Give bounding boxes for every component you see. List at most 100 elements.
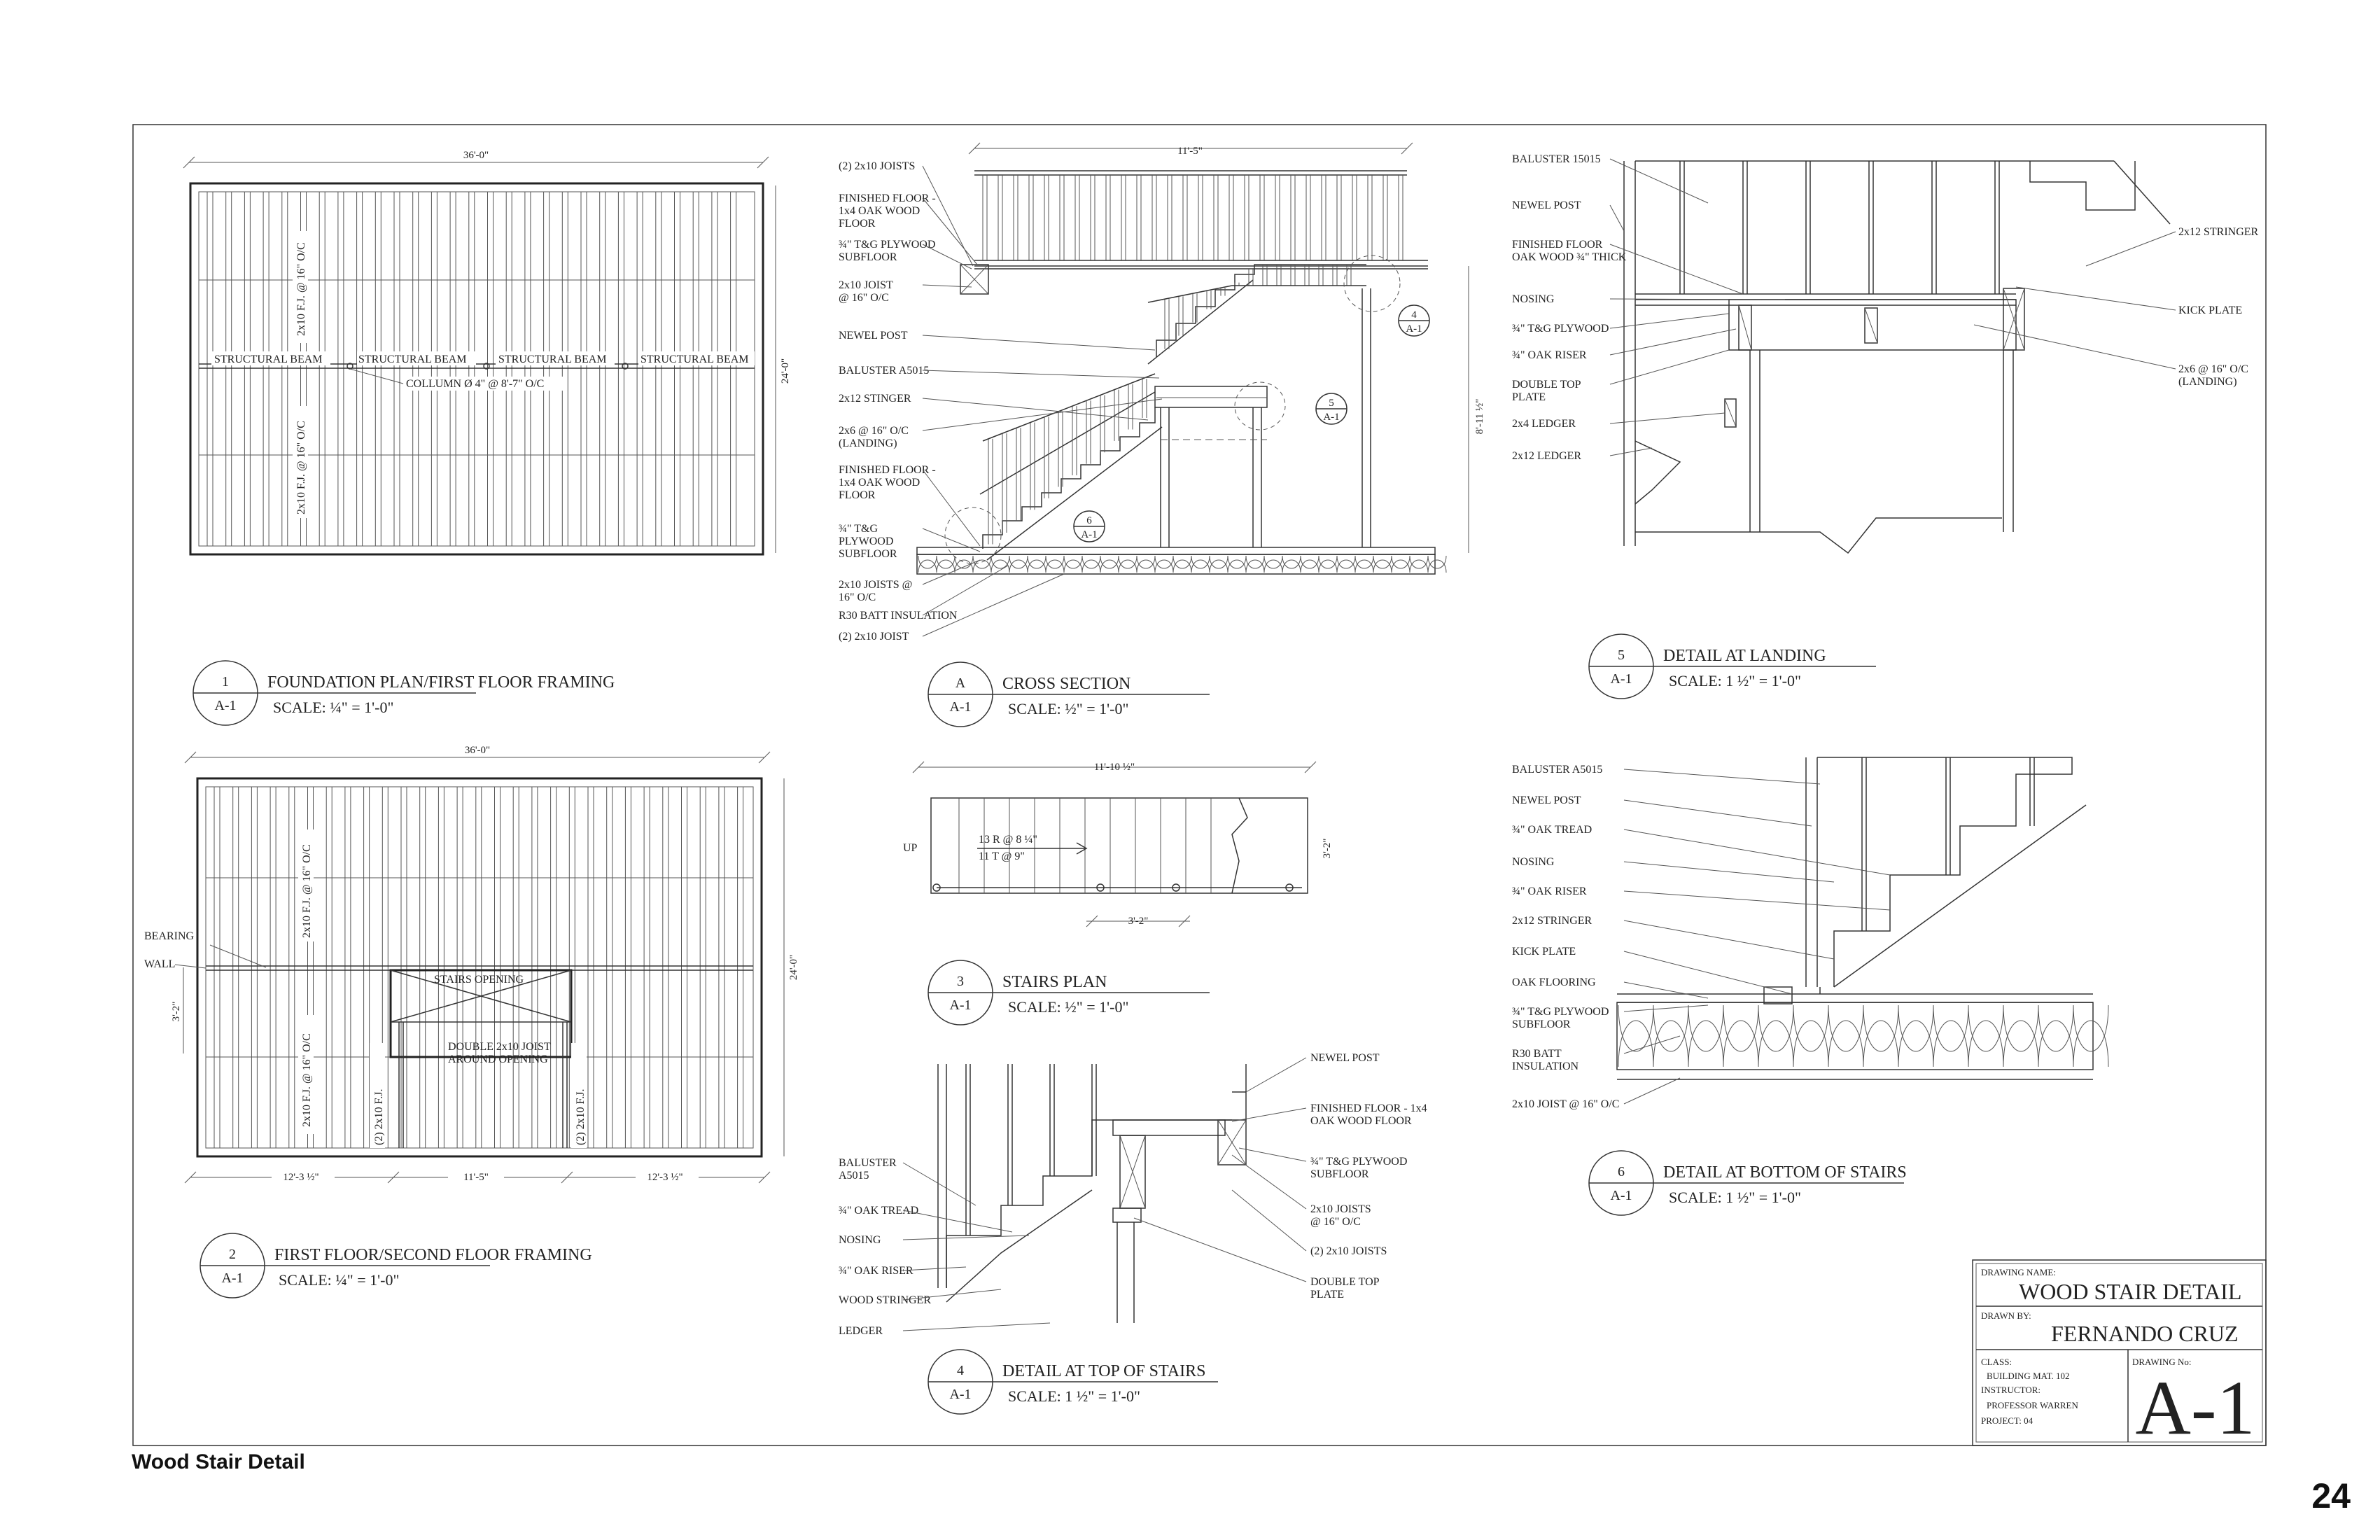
page-caption: Wood Stair Detail — [132, 1450, 305, 1474]
d5-scale: SCALE: 1 ½" = 1'-0" — [1669, 672, 1801, 690]
d2-number: 2 — [229, 1247, 236, 1262]
d2-stairs-opening — [389, 969, 573, 1058]
d2-outer-wall — [196, 777, 763, 1158]
d2-bearing-label: BEARING — [144, 930, 195, 942]
d3-dim-right: 3'-2" — [1322, 839, 1333, 859]
d4-right-3-1: @ 16" O/C — [1310, 1216, 1361, 1228]
d5-left-6-1: PLATE — [1512, 391, 1546, 403]
tb-class-label: CLASS: — [1981, 1357, 2012, 1367]
tb-drawn-by: FERNANDO CRUZ — [2051, 1321, 2239, 1346]
d6-left-1-0: NEWEL POST — [1512, 794, 1581, 806]
dA-callout-10-0: 2x10 JOISTS @ — [839, 579, 912, 591]
d4-left-3-0: ¾" OAK RISER — [839, 1265, 913, 1277]
d2-dim-width: 36'-0" — [465, 745, 490, 756]
d2-dim-bottom-2: 11'-5" — [463, 1172, 489, 1183]
d4-right-1-0: FINISHED FLOOR - 1x4 — [1310, 1102, 1427, 1114]
dA-callout-8-1: 1x4 OAK WOOD — [839, 477, 920, 489]
d2-dim-side: 3'-2" — [171, 1002, 182, 1022]
d2-scale: SCALE: ¼" = 1'-0" — [279, 1271, 399, 1289]
d5-balusters — [1679, 161, 2000, 294]
d3-treads — [958, 798, 1212, 893]
d2-double-joist-label-1: DOUBLE 2x10 JOIST — [448, 1041, 551, 1053]
tb-drawing-no-label: DRAWING No: — [2132, 1357, 2192, 1367]
dA-callout-2-0: ¾" T&G PLYWOOD — [839, 239, 935, 251]
d5-right-1-0: KICK PLATE — [2178, 304, 2242, 316]
dA-callout-7-0: 2x6 @ 16" O/C — [839, 425, 909, 437]
dA-callout-5-0: BALUSTER A5015 — [839, 365, 929, 377]
dA-callout-12-0: (2) 2x10 JOIST — [839, 631, 909, 643]
dA-ref-5-num: 5 — [1329, 398, 1334, 409]
d6-left-8-0: ¾" T&G PLYWOOD — [1512, 1006, 1609, 1018]
d2-floor-joists — [214, 787, 744, 1148]
d6-left-0-0: BALUSTER A5015 — [1512, 764, 1602, 776]
d3-dim-bottom: 3'-2" — [1128, 916, 1149, 927]
d4-right-3-0: 2x10 JOISTS — [1310, 1203, 1371, 1215]
dA-callout-8-2: FLOOR — [839, 489, 876, 501]
d2-joist-label-1: 2x10 F.J. @ 16" O/C — [301, 844, 313, 938]
d2-stairs-opening-label: STAIRS OPENING — [434, 974, 524, 986]
d4-left-2-0: NOSING — [839, 1234, 881, 1246]
d4-scale: SCALE: 1 ½" = 1'-0" — [1008, 1387, 1140, 1405]
detail-a-cross-section: 11'-5" 8'-11 ½" — [839, 142, 1485, 727]
d1-scale: SCALE: ¼" = 1'-0" — [273, 699, 393, 716]
d1-number: 1 — [222, 674, 229, 690]
d1-dim-height: 24'-0" — [780, 358, 791, 384]
tb-drawing-name-label: DRAWING NAME: — [1981, 1267, 2056, 1278]
d2-sheet: A-1 — [221, 1270, 243, 1286]
dA-title: CROSS SECTION — [1002, 675, 1130, 693]
tb-instructor-label: INSTRUCTOR: — [1981, 1385, 2040, 1395]
dA-callout-3-0: 2x10 JOIST — [839, 279, 893, 291]
d6-left-8-1: SUBFLOOR — [1512, 1018, 1571, 1030]
dA-callout-9-2: SUBFLOOR — [839, 548, 897, 560]
dA-callout-4-0: NEWEL POST — [839, 330, 908, 342]
d6-scale: SCALE: 1 ½" = 1'-0" — [1669, 1189, 1801, 1206]
dA-top-balusters — [982, 175, 1404, 260]
dA-callout-6-0: 2x12 STINGER — [839, 393, 911, 405]
d6-left-2-0: ¾" OAK TREAD — [1512, 824, 1592, 836]
d4-left-1-0: ¾" OAK TREAD — [839, 1205, 918, 1217]
d6-left-3-0: NOSING — [1512, 856, 1555, 868]
d4-right-5-1: PLATE — [1310, 1289, 1344, 1301]
d2-fj-label-1: (2) 2x10 F.J. — [373, 1089, 385, 1146]
dA-insulation-loops — [918, 555, 1447, 573]
d6-left-4-0: ¾" OAK RISER — [1512, 886, 1587, 897]
tb-drawing-name: WOOD STAIR DETAIL — [2019, 1279, 2241, 1304]
d3-sheet: A-1 — [949, 997, 971, 1013]
dA-dim-top: 11'-5" — [1177, 146, 1203, 157]
d6-left-9-1: INSULATION — [1512, 1060, 1579, 1072]
d1-sheet: A-1 — [214, 698, 236, 713]
d4-right-1-1: OAK WOOD FLOOR — [1310, 1115, 1412, 1127]
d2-double-joist-label-2: AROUND OPENING — [448, 1054, 548, 1065]
d1-title: FOUNDATION PLAN/FIRST FLOOR FRAMING — [267, 673, 615, 692]
dA-ref-6-num: 6 — [1086, 515, 1092, 526]
dA-lower-balusters — [988, 379, 1147, 545]
tb-class-value: BUILDING MAT. 102 — [1987, 1371, 2070, 1381]
dA-callout-3-1: @ 16" O/C — [839, 292, 889, 304]
d1-beam-label-2: STRUCTURAL BEAM — [358, 354, 467, 365]
dA-callout-0-0: (2) 2x10 JOISTS — [839, 160, 915, 172]
dA-insulation-band — [916, 554, 1436, 575]
d6-sheet: A-1 — [1610, 1188, 1632, 1203]
d3-number: 3 — [957, 974, 964, 989]
d5-left-5-0: ¾" OAK RISER — [1512, 349, 1587, 361]
dA-number: A — [955, 676, 966, 691]
title-block: DRAWING NAME: WOOD STAIR DETAIL DRAWN BY… — [1972, 1259, 2267, 1450]
page-number: 24 — [2311, 1476, 2351, 1516]
d3-dim-top: 11'-10 ½" — [1094, 762, 1135, 773]
d6-left-6-0: KICK PLATE — [1512, 946, 1576, 958]
d6-left-5-0: 2x12 STRINGER — [1512, 915, 1592, 927]
d4-left-0-1: A5015 — [839, 1170, 869, 1182]
dA-scale: SCALE: ½" = 1'-0" — [1008, 700, 1128, 718]
d1-beam-label-4: STRUCTURAL BEAM — [640, 354, 749, 365]
d1-dim-width: 36'-0" — [463, 150, 489, 161]
d4-left-4-0: WOOD STRINGER — [839, 1294, 931, 1306]
dA-ref-6-sheet: A-1 — [1081, 529, 1097, 540]
d5-left-0-0: BALUSTER 15015 — [1512, 153, 1601, 165]
dA-sheet: A-1 — [949, 699, 971, 715]
d4-balusters — [965, 1064, 1097, 1236]
